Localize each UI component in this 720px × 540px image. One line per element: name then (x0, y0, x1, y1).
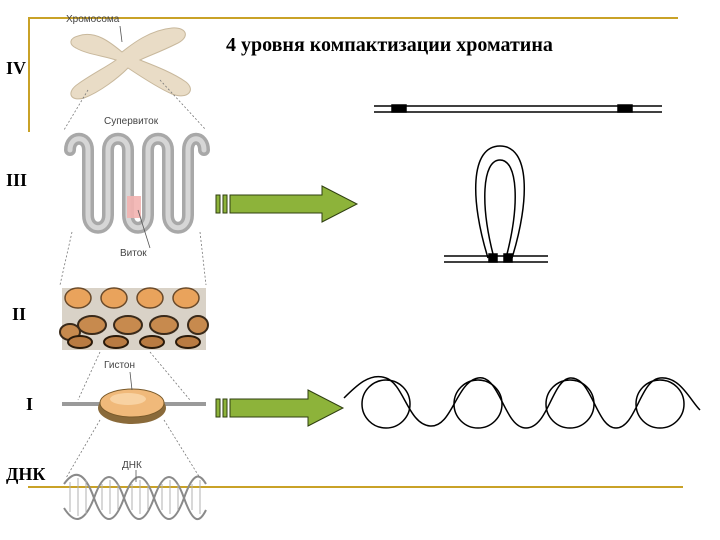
expansion-line (159, 79, 207, 131)
schematic-chromatid (374, 104, 662, 113)
frame-left-line (28, 17, 30, 132)
frame-top-line (28, 17, 678, 19)
dna-helix (63, 473, 207, 520)
chromosome-label: Хромосома (66, 14, 120, 25)
nucleosome-single (62, 388, 206, 424)
arrow-level-i (215, 389, 345, 427)
nucleosome-fiber (59, 287, 209, 350)
histone-label: Гистон (104, 360, 135, 371)
dna-label: ДНК (122, 460, 142, 471)
schematic-loop (444, 145, 548, 263)
arrow-level-iii (215, 185, 359, 223)
coil-highlight (127, 196, 141, 218)
coil-leader (137, 209, 151, 249)
level-label-ii: II (12, 304, 27, 324)
supercoil-shadow (67, 136, 207, 231)
expansion-line (199, 231, 207, 286)
level-label-dna: ДНК (6, 464, 46, 484)
coil-label: Виток (120, 248, 147, 259)
expansion-line (149, 351, 191, 401)
expansion-line (77, 351, 101, 401)
level-label-iii: III (6, 170, 28, 190)
level-label-i: I (26, 394, 34, 414)
frame-bottom-line (28, 486, 683, 488)
expansion-line (59, 231, 73, 286)
supercoil-label: Супервиток (104, 116, 159, 127)
level-label-iv: IV (6, 58, 27, 78)
expansion-line (65, 419, 101, 479)
schematic-nucleosome-chain (343, 375, 701, 429)
chromosome-leader (119, 25, 123, 43)
expansion-line (163, 419, 201, 479)
slide-title: 4 уровня компактизации хроматина (226, 34, 553, 56)
dna-base-pairs (69, 478, 201, 516)
chromosome-shape (70, 27, 191, 100)
histone-leader (129, 371, 133, 391)
